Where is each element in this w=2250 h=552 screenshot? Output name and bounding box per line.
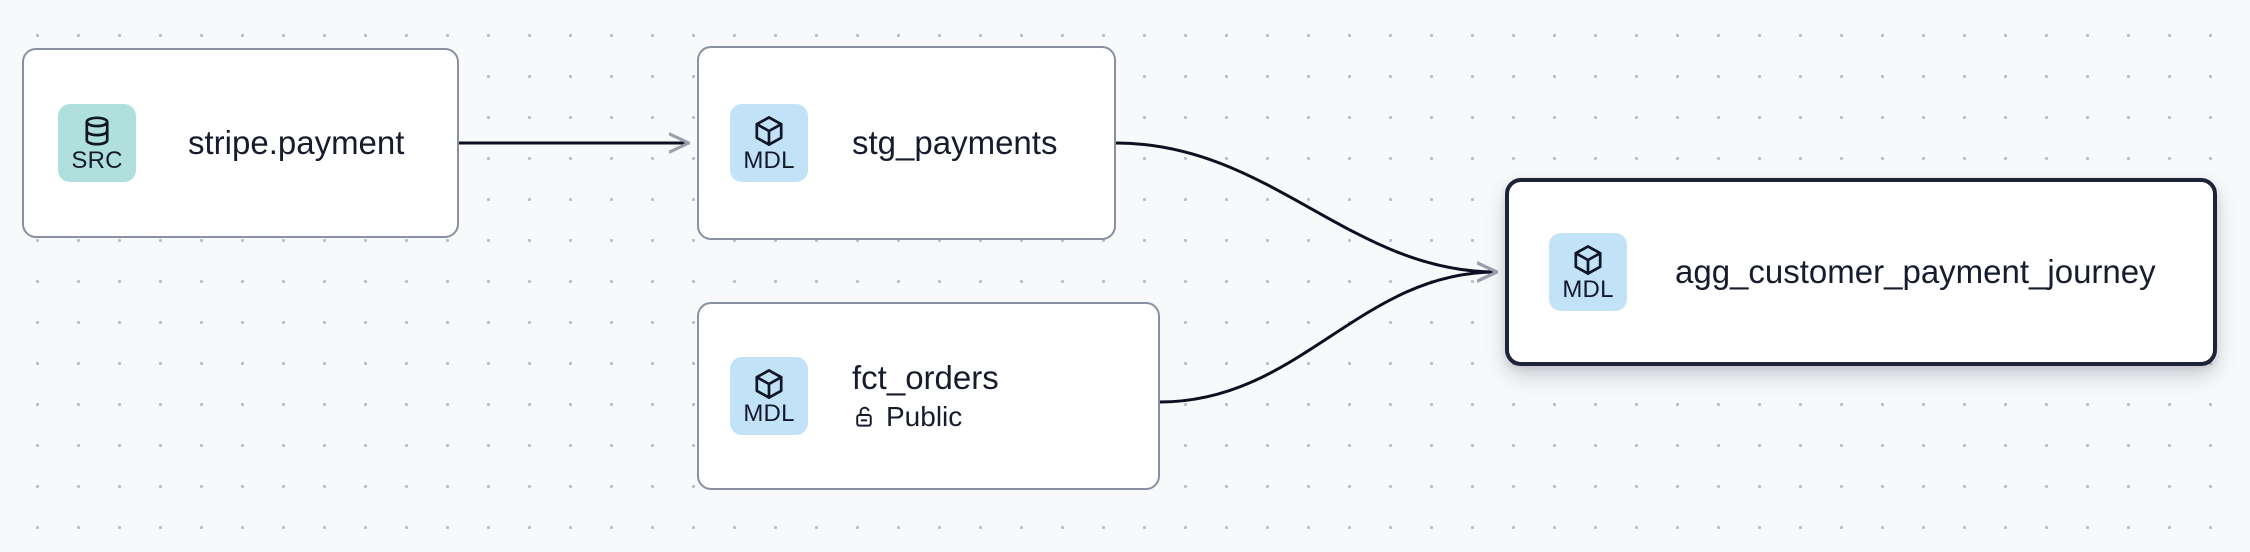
node-visibility-label: Public xyxy=(886,400,963,432)
node-stg-payments[interactable]: MDL stg_payments xyxy=(697,46,1116,240)
node-title: fct_orders xyxy=(852,358,999,396)
model-badge-label: MDL xyxy=(1562,275,1614,303)
node-body: agg_customer_payment_journey xyxy=(1675,252,2156,290)
cube-icon xyxy=(1571,243,1605,277)
model-badge-label: MDL xyxy=(743,146,795,174)
node-stripe-payment[interactable]: SRC stripe.payment xyxy=(22,48,459,238)
model-badge: MDL xyxy=(730,104,808,182)
model-badge-label: MDL xyxy=(743,399,795,427)
node-agg-customer-payment-journey[interactable]: MDL agg_customer_payment_journey xyxy=(1505,178,2217,366)
source-badge-label: SRC xyxy=(71,146,123,174)
node-visibility: Public xyxy=(852,400,999,432)
edge-fct-to-agg xyxy=(1159,272,1496,404)
cube-icon xyxy=(752,367,786,401)
model-badge: MDL xyxy=(1549,233,1627,311)
node-title: agg_customer_payment_journey xyxy=(1675,252,2156,290)
edge-stg-to-agg xyxy=(1115,141,1496,272)
model-badge: MDL xyxy=(730,357,808,435)
node-body: stg_payments xyxy=(852,123,1058,161)
node-fct-orders[interactable]: MDL fct_orders Public xyxy=(697,302,1160,490)
node-title: stg_payments xyxy=(852,123,1058,161)
source-badge: SRC xyxy=(58,104,136,182)
unlock-icon xyxy=(852,404,877,429)
node-title: stripe.payment xyxy=(188,123,405,161)
node-body: stripe.payment xyxy=(188,123,405,161)
node-body: fct_orders Public xyxy=(852,358,999,432)
database-icon xyxy=(80,114,114,148)
cube-icon xyxy=(752,114,786,148)
